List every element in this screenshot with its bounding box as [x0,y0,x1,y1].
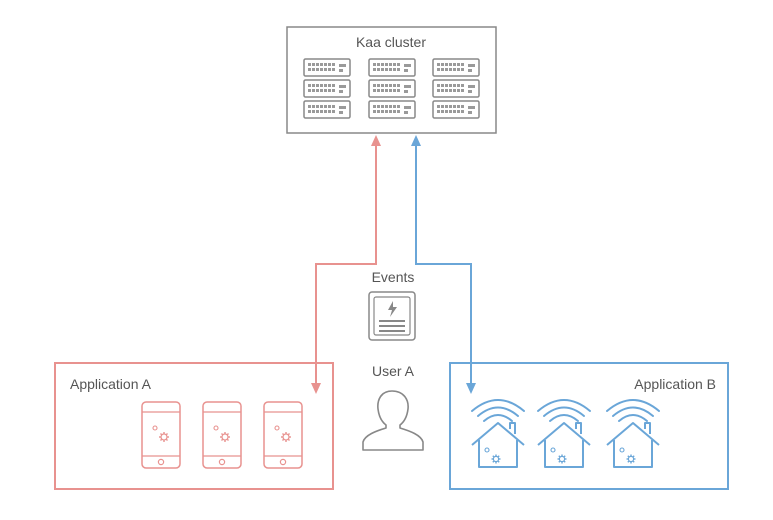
events-node: Events [368,269,416,341]
application-a-node: Application A [54,362,334,490]
smartphone-gear-icon [203,402,241,468]
application-b-node: Application B [449,362,729,490]
user-label: User A [372,363,415,379]
smart-home-icon [607,400,659,467]
server-rack-icon [303,58,480,119]
kaa-cluster-node: Kaa cluster [286,26,497,134]
user-icon [362,390,424,451]
smartphone-gear-icon [142,402,180,468]
connector-application-b [411,135,476,394]
application-b-frame [449,362,729,490]
events-label: Events [372,269,415,285]
event-document-icon [368,291,416,341]
arrowhead-down-a [311,383,321,394]
connector-application-a [311,135,381,394]
kaa-cluster-label: Kaa cluster [356,34,426,50]
arrowhead-down-b [466,383,476,394]
smart-home-icon [538,400,590,467]
application-a-frame [54,362,334,490]
user-node: User A [362,363,424,451]
arrowhead-up-b [411,135,421,146]
application-a-label: Application A [70,376,152,392]
smart-home-icon [472,400,524,467]
arrowhead-up-a [371,135,381,146]
application-b-label: Application B [634,376,716,392]
smartphone-gear-icon [264,402,302,468]
